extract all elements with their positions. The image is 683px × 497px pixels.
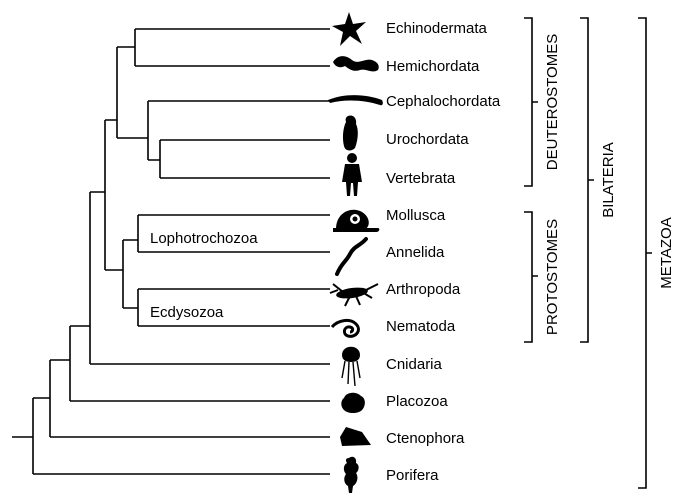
bilateria-bracket: [580, 18, 594, 342]
group-label-protostomes: PROTOSTOMES: [544, 219, 561, 335]
group-label-bilateria: BILATERIA: [600, 142, 617, 218]
insect-icon: [330, 284, 378, 306]
sponge-icon: [344, 457, 359, 493]
taxon-label-ctenophora: Ctenophora: [386, 430, 465, 447]
deuterostomes-bracket: [524, 18, 538, 186]
sea-squirt-icon: [343, 115, 358, 150]
taxon-label-hemichordata: Hemichordata: [386, 58, 480, 75]
taxon-label-mollusca: Mollusca: [386, 207, 446, 224]
clade-label-lophotrochozoa: Lophotrochozoa: [150, 230, 258, 247]
group-label-deuterostomes: DEUTEROSTOMES: [544, 34, 561, 170]
taxon-label-cephalochordata: Cephalochordata: [386, 93, 501, 110]
taxon-label-cnidaria: Cnidaria: [386, 356, 443, 373]
metazoa-bracket: [638, 18, 652, 488]
human-icon: [342, 153, 362, 196]
taxon-label-porifera: Porifera: [386, 467, 439, 484]
clade-label-ecdysozoa: Ecdysozoa: [150, 304, 224, 321]
taxon-label-urochordata: Urochordata: [386, 131, 469, 148]
spiral-worm-icon: [332, 320, 358, 336]
starfish-icon: [332, 12, 366, 46]
taxon-label-echinodermata: Echinodermata: [386, 20, 488, 37]
comb-jelly-icon: [340, 427, 371, 446]
protostomes-bracket: [524, 212, 538, 342]
snail-icon: [333, 210, 379, 232]
placozoan-icon: [341, 393, 365, 413]
taxon-label-placozoa: Placozoa: [386, 393, 448, 410]
taxon-label-nematoda: Nematoda: [386, 318, 456, 335]
group-labels: DEUTEROSTOMES PROTOSTOMES BILATERIA META…: [544, 34, 675, 335]
taxon-label-annelida: Annelida: [386, 244, 445, 261]
taxon-labels: Echinodermata Hemichordata Cephalochorda…: [386, 20, 501, 484]
lancelet-icon: [328, 95, 383, 105]
jellyfish-icon: [342, 347, 360, 386]
taxon-label-vertebrata: Vertebrata: [386, 170, 456, 187]
worm-icon: [337, 239, 366, 274]
group-label-metazoa: METAZOA: [658, 217, 675, 288]
tree-branches: [12, 29, 330, 474]
acorn-worm-icon: [333, 56, 379, 71]
taxon-label-arthropoda: Arthropoda: [386, 281, 461, 298]
